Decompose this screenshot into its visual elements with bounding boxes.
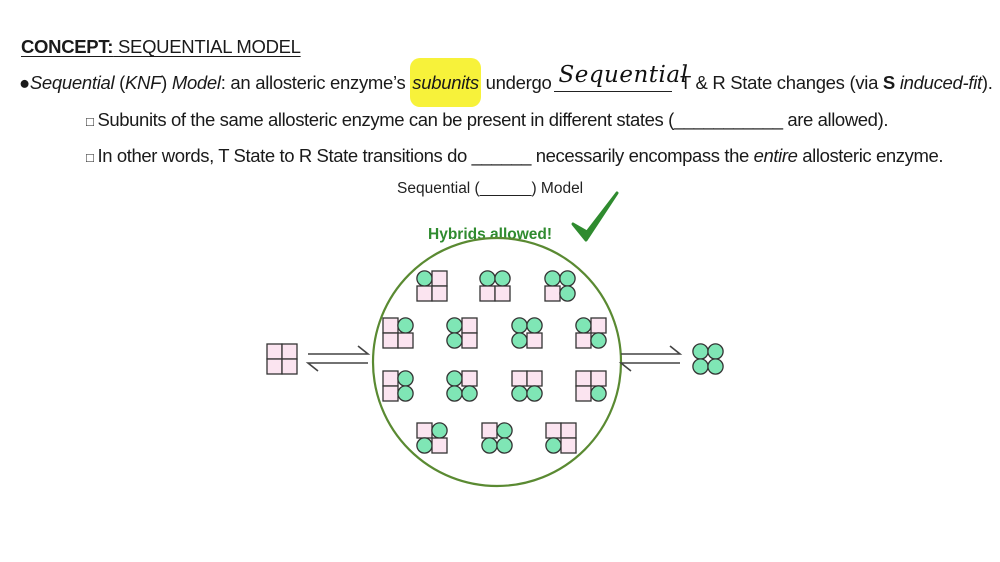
hybrid-pool-circle: [371, 236, 623, 488]
checkbox-icon: □: [86, 150, 94, 165]
bullet-text: : an allosteric enzyme’s: [220, 72, 411, 93]
equilibrium-arrow-left: [305, 345, 371, 372]
sub-text: In other words, T State to R State trans…: [97, 145, 472, 166]
handwritten-answer: Sequential: [558, 62, 689, 88]
bullet-marker: ●: [19, 72, 30, 93]
hybrid-tetramer: [545, 422, 577, 454]
hybrid-tetramer: [575, 317, 607, 349]
hybrids-allowed-label: Hybrids allowed!: [428, 226, 553, 243]
checkbox-icon: □: [86, 114, 94, 129]
term-model: Model: [171, 72, 221, 93]
concept-heading: CONCEPT: SEQUENTIAL MODEL: [21, 36, 301, 58]
sub-text: necessarily encompass the: [531, 145, 754, 166]
hybrid-tetramer: [416, 422, 448, 454]
hybrid-tetramer: [511, 370, 543, 402]
r-state-tetramer: [692, 343, 724, 375]
hybrid-tetramer: [446, 317, 478, 349]
fill-blank: ______: [471, 145, 532, 166]
sub-point-2: □In other words, T State to R State tran…: [86, 145, 944, 167]
induced-fit: induced-fit: [899, 72, 982, 93]
term-sequential: Sequential: [29, 72, 115, 93]
answer-blank: Sequential: [554, 62, 688, 92]
concept-title: SEQUENTIAL MODEL: [118, 36, 301, 57]
italic-entire: entire: [753, 145, 798, 166]
sub-text: Subunits of the same allosteric enzyme c…: [97, 109, 674, 130]
bullet-text: ).: [981, 72, 993, 93]
hybrid-tetramer: [382, 317, 414, 349]
sub-text: are allowed).: [782, 109, 889, 130]
main-bullet: ●Sequential (KNF) Model: an allosteric e…: [19, 58, 993, 107]
hybrid-tetramer: [481, 422, 513, 454]
hybrid-tetramer: [416, 270, 448, 302]
hybrid-tetramer: [511, 317, 543, 349]
hybrid-tetramer: [479, 270, 511, 302]
paren-open: (: [114, 72, 126, 93]
hybrid-tetramer: [446, 370, 478, 402]
equilibrium-arrow-right: [618, 345, 683, 372]
bullet-text: T & R State changes (via: [675, 72, 883, 93]
paren-close: ): [161, 72, 172, 93]
hybrid-tetramer: [382, 370, 414, 402]
t-state-tetramer: [266, 343, 298, 375]
figure-caption: Sequential (______) Model: [397, 180, 584, 197]
term-knf: KNF: [125, 72, 162, 93]
hybrid-tetramer: [575, 370, 607, 402]
sub-point-1: □Subunits of the same allosteric enzyme …: [86, 109, 888, 131]
highlighted-subunits: subunits: [410, 58, 481, 107]
concept-label: CONCEPT:: [21, 36, 114, 57]
bullet-text: undergo: [480, 72, 552, 93]
checkmark-icon: [571, 191, 619, 242]
sub-text: allosteric enzyme.: [797, 145, 944, 166]
hybrid-tetramer: [544, 270, 576, 302]
bold-s: S: [882, 72, 895, 93]
fill-blank: ___________: [673, 109, 783, 130]
